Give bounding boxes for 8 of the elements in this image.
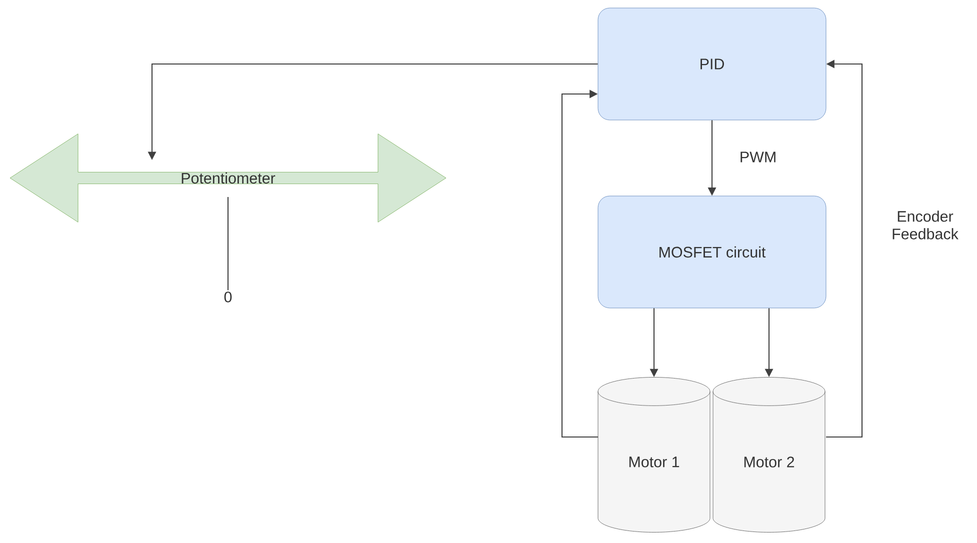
cylinder: Motor 2 — [712, 377, 826, 532]
edge-label: Encoder Feedback — [880, 209, 970, 241]
edge-label: PWM — [738, 150, 778, 164]
process-box: MOSFET circuit — [598, 196, 826, 308]
arrow — [561, 90, 598, 438]
process-box: PID — [598, 8, 826, 120]
terminal-label: 0 — [224, 292, 232, 302]
cylinder: Motor 1 — [598, 377, 710, 532]
